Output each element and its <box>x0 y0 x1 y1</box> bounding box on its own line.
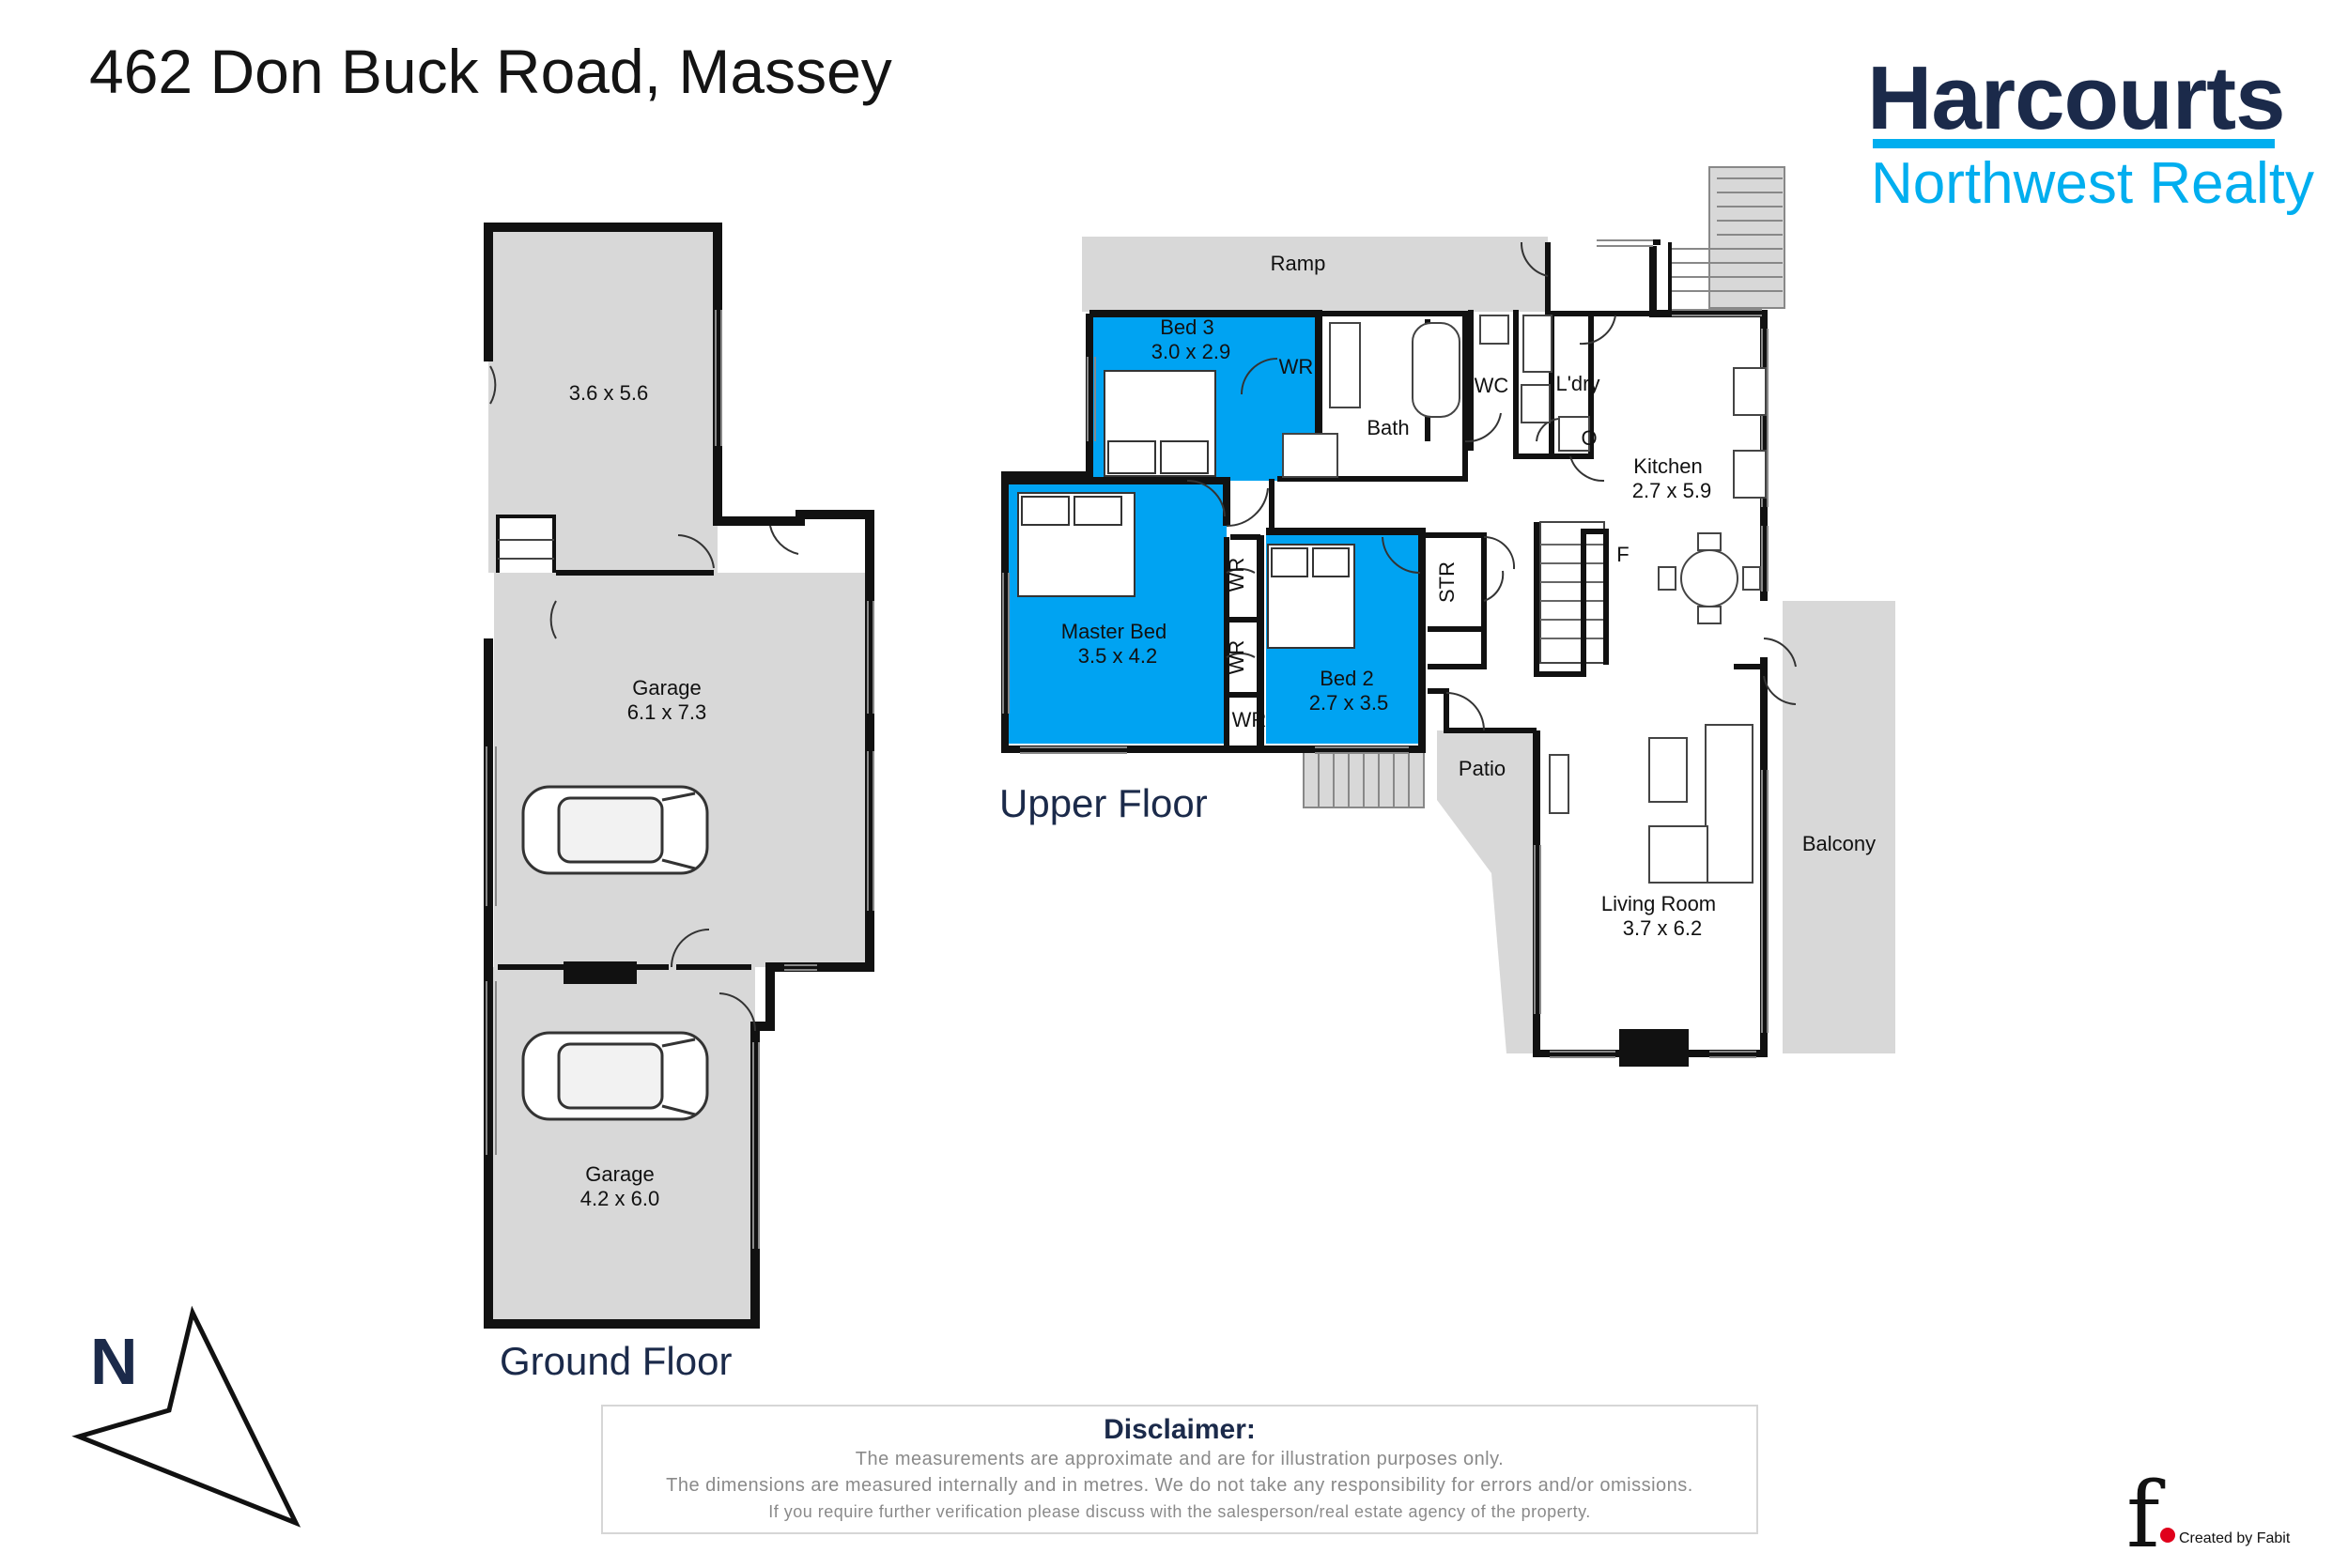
upper-fridge-label: F <box>1616 543 1629 566</box>
upper-room-wr-3-label: WR <box>1225 640 1248 675</box>
upper-room-wr-4-label: WR <box>1232 708 1267 731</box>
ground-doors <box>489 365 799 1032</box>
disclaimer-line: If you require further verification plea… <box>768 1502 1591 1521</box>
car-icon <box>521 1031 709 1121</box>
north-letter: N <box>90 1325 138 1398</box>
fabit-logo-dot <box>2160 1528 2175 1543</box>
bed-icon <box>1017 492 1135 597</box>
ground-room-garage-1 <box>494 573 870 967</box>
upper-internal-stairs <box>1539 521 1605 664</box>
upper-floor-plan: Ramp Bed 3 3.0 x 2.9 WR Bath WC L'dry O … <box>999 166 1895 1067</box>
upper-room-bath-label: Bath <box>1367 416 1409 439</box>
upper-room-master-bed-name: Master Bed <box>1061 620 1167 643</box>
upper-fireplace <box>1619 1029 1689 1067</box>
upper-doors <box>1186 241 1797 731</box>
disclaimer-line: The measurements are approximate and are… <box>855 1449 1505 1469</box>
upper-area-patio <box>1437 730 1537 1053</box>
upper-room-bed-2-dims: 2.7 x 3.5 <box>1309 691 1388 715</box>
ground-room-garage-2-name: Garage <box>585 1162 654 1186</box>
ground-room-garage-1-dims: 6.1 x 7.3 <box>627 700 706 724</box>
upper-room-wr-1-label: WR <box>1279 355 1314 378</box>
car-icon <box>521 785 709 875</box>
upper-internal-stairs-treads <box>1540 544 1604 639</box>
bathroom-fixtures <box>1282 315 1767 499</box>
upper-room-wc-label: WC <box>1475 374 1509 397</box>
ground-floor-label: Ground Floor <box>500 1339 732 1383</box>
upper-room-laundry-label: L'dry <box>1556 372 1600 395</box>
disclaimer-title: Disclaimer: <box>1104 1414 1256 1445</box>
ground-room-garage-1-name: Garage <box>632 676 701 699</box>
ground-windows <box>486 310 874 1249</box>
upper-windows <box>1002 239 1769 1058</box>
ground-room-garage-2-dims: 4.2 x 6.0 <box>580 1187 659 1210</box>
property-address: 462 Don Buck Road, Massey <box>89 37 892 106</box>
brand-logo-name: Harcourts <box>1867 48 2285 148</box>
furniture <box>1549 532 1761 884</box>
upper-room-living-name: Living Room <box>1601 892 1716 915</box>
upper-patio-stairs-treads <box>1318 749 1410 807</box>
upper-room-bed-2-name: Bed 2 <box>1320 667 1374 690</box>
disclaimer-box: Disclaimer: The measurements are approxi… <box>601 1405 1758 1534</box>
upper-area-ramp-label: Ramp <box>1271 252 1326 275</box>
upper-area-ramp <box>1082 237 1548 312</box>
upper-oven-label: O <box>1581 426 1597 450</box>
upper-room-kitchen-name: Kitchen <box>1633 454 1702 478</box>
upper-room-master-bed-dims: 3.5 x 4.2 <box>1078 644 1157 668</box>
disclaimer-line: The dimensions are measured internally a… <box>666 1475 1693 1496</box>
upper-area-patio-label: Patio <box>1459 757 1506 780</box>
upper-room-wr-bed3 <box>1242 314 1319 417</box>
upper-exterior-stairs-treads <box>1672 177 1783 292</box>
upper-room-bed-3-name: Bed 3 <box>1160 315 1214 339</box>
upper-room-wr-2-label: WR <box>1225 558 1248 592</box>
ground-fireplace <box>564 961 637 984</box>
bed-icon <box>1104 370 1216 477</box>
upper-room-kitchen-dims: 2.7 x 5.9 <box>1632 479 1711 502</box>
upper-room-store-label: STR <box>1435 561 1459 603</box>
brand-logo-subtitle: Northwest Realty <box>1871 151 2315 216</box>
bed-icon <box>1267 544 1355 649</box>
ground-room-store-dims: 3.6 x 5.6 <box>569 381 648 405</box>
upper-exterior-stairs <box>1708 166 1785 309</box>
ground-floor-plan: 3.6 x 5.6 Garage 6.1 x 7.3 Garage 4.2 x … <box>484 223 874 1383</box>
fabit-logo-icon: f <box>2126 1463 2160 1568</box>
upper-area-balcony-label: Balcony <box>1802 832 1876 855</box>
upper-room-bed-3-dims: 3.0 x 2.9 <box>1151 340 1230 363</box>
ground-room-garage-2 <box>488 967 755 1324</box>
upper-floor-label: Upper Floor <box>999 781 1208 825</box>
brand-logo-bar <box>1873 139 2275 148</box>
upper-room-living-dims: 3.7 x 6.2 <box>1623 916 1702 940</box>
upper-area-balcony <box>1783 601 1895 1053</box>
credit-text: Created by Fabit <box>2179 1530 2291 1546</box>
north-arrow-icon: N <box>71 1305 301 1528</box>
